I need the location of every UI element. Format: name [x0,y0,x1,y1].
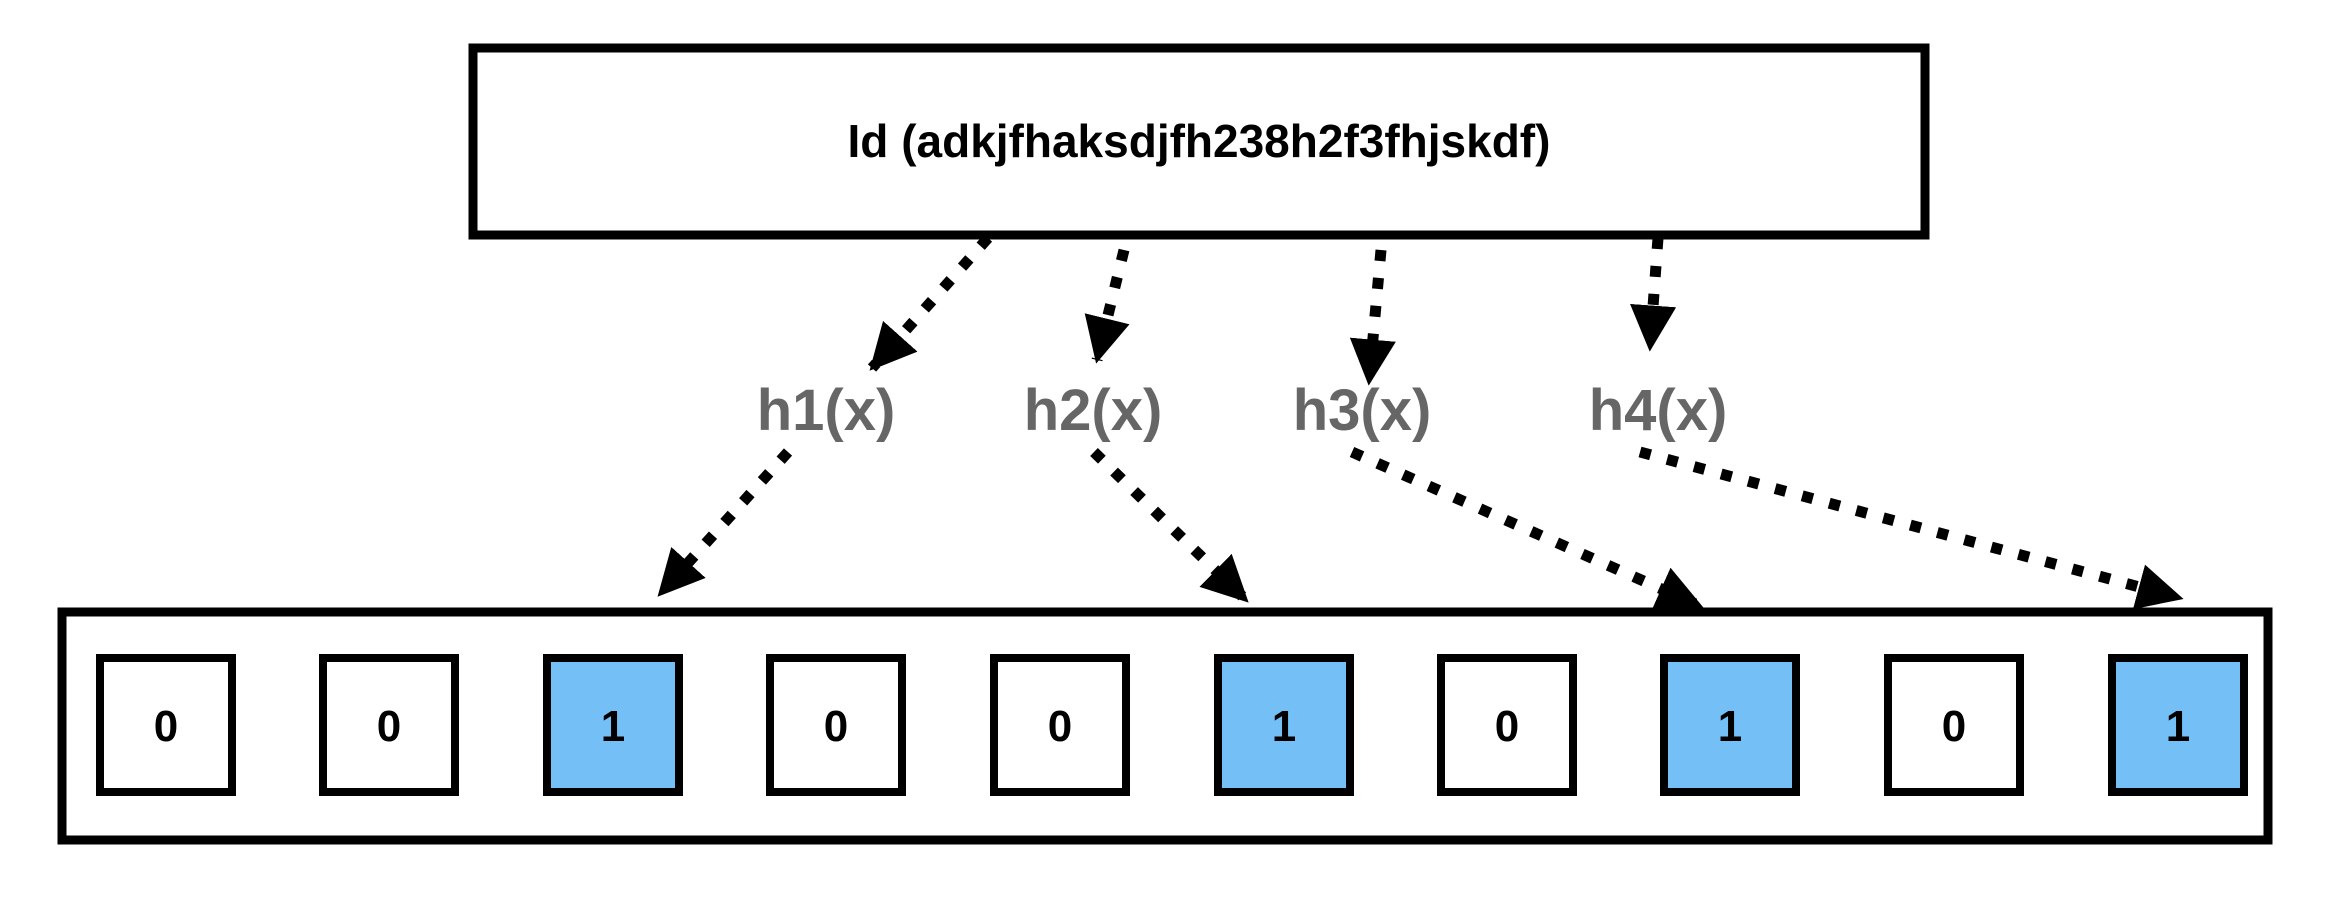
bit-cell-value-4: 0 [824,702,848,751]
bit-cell-value-8: 1 [1718,702,1742,751]
id-input-box [468,43,1930,240]
bit-cell: 1 [543,654,683,796]
bit-cell-box-7 [1437,654,1577,796]
arrow-id-to-h4 [1630,237,1677,352]
arrow-id-to-h1 [867,234,993,372]
bit-cell-value-6: 1 [1272,702,1296,751]
bit-cell-box-9 [1884,654,2024,796]
hash-label-h2: h2(x) [1024,378,1163,443]
arrow-h4-to-cell10 [1638,446,2184,610]
bit-cell-box-3 [543,654,683,796]
bit-cell: 1 [2108,654,2248,796]
id-input-label: Id (adkjfhaksdjfh238h2f3fhjskdf) [848,115,1551,167]
hash-label-h3: h3(x) [1293,378,1432,443]
bit-cell-value-2: 0 [377,702,401,751]
arrow-h3-to-cell8 [1349,446,1704,612]
arrow-id-to-h2 [1084,248,1130,364]
hash-label-h4: h4(x) [1589,378,1728,443]
bit-cell-box-1 [96,654,236,796]
bit-cell: 0 [990,654,1130,796]
bit-cell: 0 [319,654,459,796]
bit-cell-box-10 [2108,654,2248,796]
hash-label-h1: h1(x) [757,378,896,443]
bit-cell-value-9: 0 [1942,702,1966,751]
bit-cell: 0 [1884,654,2024,796]
bit-cell-box-4 [766,654,906,796]
arrow-id-to-h3 [1349,249,1396,386]
bit-cell: 1 [1660,654,1800,796]
bit-cell-value-7: 0 [1495,702,1519,751]
bit-cell-box-5 [990,654,1130,796]
arrow-h1-to-cell3 [655,448,793,598]
bit-cell-box-2 [319,654,459,796]
bit-cell-box-6 [1214,654,1354,796]
bit-cell-box-8 [1660,654,1800,796]
arrow-h2-to-cell6 [1090,448,1250,604]
bit-cell: 1 [1214,654,1354,796]
bit-cell-value-5: 0 [1048,702,1072,751]
bit-cell: 0 [766,654,906,796]
bit-cell-value-10: 1 [2166,702,2190,751]
bit-cell: 0 [96,654,236,796]
bit-cell-value-3: 1 [601,702,625,751]
bit-cell-value-1: 0 [154,702,178,751]
bit-cell: 0 [1437,654,1577,796]
